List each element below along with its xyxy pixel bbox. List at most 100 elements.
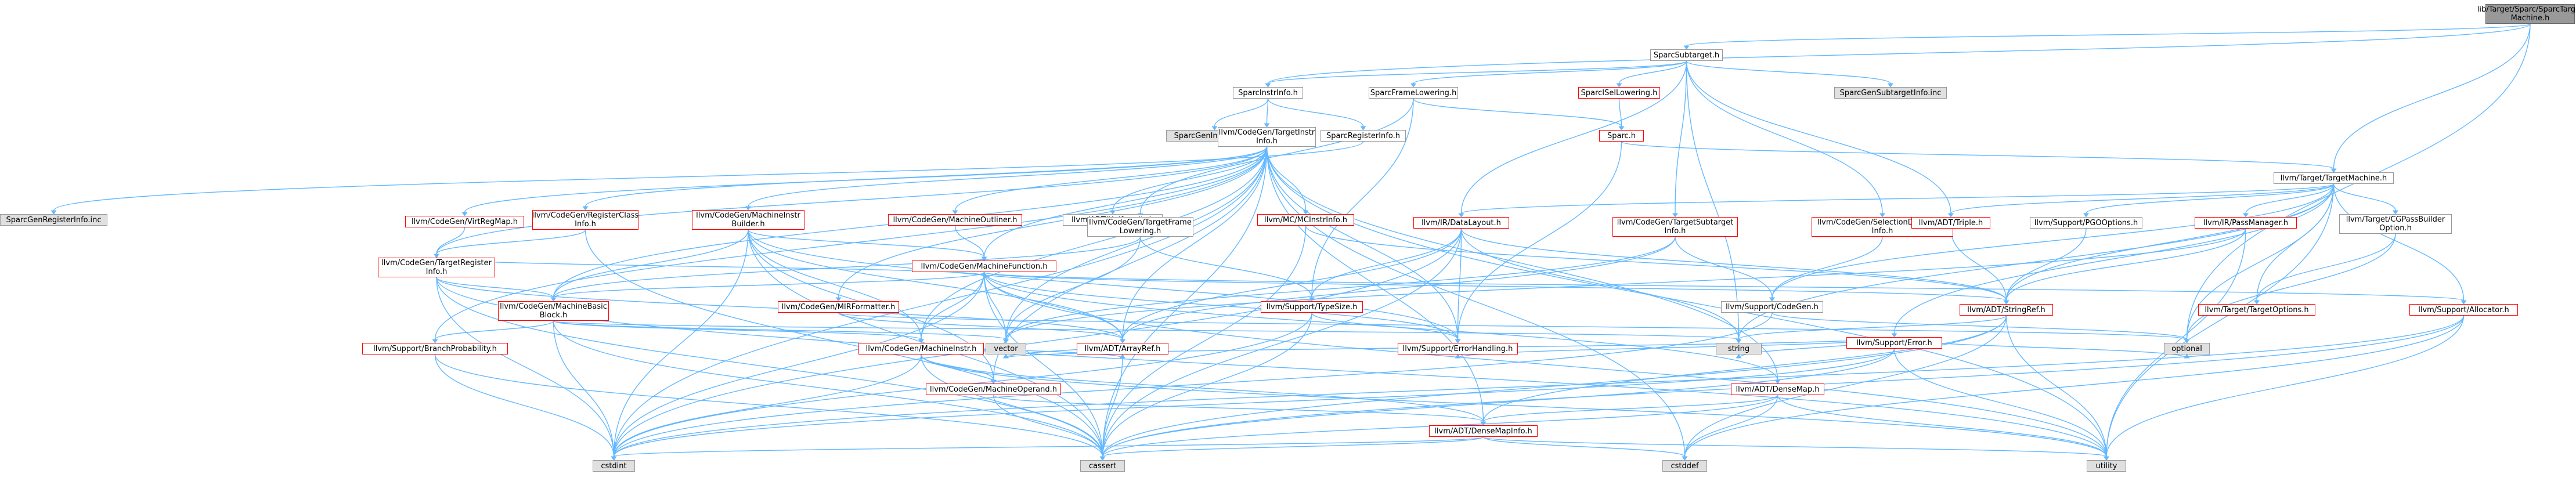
- graph-node-string[interactable]: string: [1716, 343, 1762, 354]
- graph-node-targetframelowering[interactable]: llvm/CodeGen/TargetFrame Lowering.h: [1087, 217, 1193, 237]
- graph-node-codegen[interactable]: llvm/Support/CodeGen.h: [1721, 301, 1823, 313]
- graph-edge-targetinstrinfo-to-targetregisterinfo: [436, 146, 1268, 255]
- graph-edge-error-to-cassert: [1102, 348, 1895, 457]
- graph-edge-targetinstrinfo-to-mcinstrinfo: [1266, 146, 1307, 211]
- graph-arrowhead-sparcsubtarget-to-sparcisellowering: [1616, 83, 1622, 88]
- graph-edge-mirformatter-to-arrayref: [838, 312, 1123, 340]
- graph-edge-sparcframelowering-to-sparch: [1413, 98, 1622, 127]
- graph-node-cstdint[interactable]: cstdint: [593, 460, 635, 472]
- graph-edge-targetframelowering-to-machinebasicblock: [553, 236, 1141, 298]
- graph-node-sparcsubtarget[interactable]: SparcSubtarget.h: [1650, 49, 1723, 61]
- graph-node-targetinstrinfo[interactable]: llvm/CodeGen/TargetInstr Info.h: [1218, 127, 1316, 147]
- graph-edge-allocator-to-cstddef: [1684, 315, 2465, 457]
- graph-edge-root-to-targetmachine: [2333, 23, 2531, 169]
- graph-node-allocator[interactable]: llvm/Support/Allocator.h: [2409, 304, 2518, 316]
- graph-node-sparcgensubtargetinfo[interactable]: SparcGenSubtargetInfo.inc: [1834, 87, 1947, 99]
- graph-node-arrayref[interactable]: llvm/ADT/ArrayRef.h: [1077, 343, 1168, 354]
- graph-edge-sparcsubtarget-to-sparcinstrinfo: [1267, 60, 1687, 84]
- graph-edge-densemapinfo-to-cstddef: [1482, 436, 1686, 457]
- graph-node-sparcgenregisterinfo[interactable]: SparcGenRegisterInfo.inc: [0, 214, 107, 226]
- graph-node-targetsubtargetinfo[interactable]: llvm/CodeGen/TargetSubtarget Info.h: [1612, 217, 1738, 237]
- graph-edge-machinebasicblock-to-vector: [553, 320, 1006, 340]
- graph-node-branchprobability[interactable]: llvm/Support/BranchProbability.h: [362, 343, 508, 354]
- graph-node-sparcisellowering[interactable]: SparcISelLowering.h: [1578, 87, 1660, 99]
- graph-edge-targetregisterinfo-to-cstdint: [436, 277, 615, 457]
- graph-arrowhead-targetmachine-to-pgooptions: [2083, 213, 2089, 218]
- graph-edge-machinebasicblock-to-string: [553, 320, 1740, 340]
- graph-node-machineoutliner[interactable]: llvm/CodeGen/MachineOutliner.h: [888, 214, 1022, 226]
- graph-edge-selectiondagtargetinfo-to-codegen: [1772, 236, 1883, 298]
- graph-arrowhead-machinefunction-to-machinebasicblock: [550, 297, 557, 302]
- graph-node-sparcinstrinfo[interactable]: SparcInstrInfo.h: [1233, 87, 1303, 99]
- graph-node-sparch[interactable]: Sparc.h: [1599, 130, 1644, 142]
- graph-node-mirformatter[interactable]: llvm/CodeGen/MIRFormatter.h: [778, 301, 899, 313]
- graph-node-cstddef[interactable]: cstddef: [1662, 460, 1707, 472]
- graph-edge-sparcsubtarget-to-sparcgensubtargetinfo: [1686, 60, 1891, 84]
- graph-arrowhead-densemapinfo-to-utility: [2104, 456, 2109, 461]
- graph-edge-allocator-to-utility: [2106, 315, 2465, 457]
- graph-edge-targetmachine-to-allocator: [2333, 183, 2465, 301]
- graph-edge-machineoutliner-to-machinefunction: [954, 225, 985, 258]
- graph-edge-machineinstr-to-utility: [921, 354, 2107, 457]
- graph-node-optional[interactable]: optional: [2164, 343, 2210, 354]
- graph-edge-targetmachine-to-passmanager: [2245, 183, 2335, 214]
- graph-edge-targetmachine-to-utility: [2106, 183, 2335, 457]
- graph-edge-machinefunction-to-machinebasicblock: [553, 272, 985, 298]
- graph-edge-datalayout-to-string: [1460, 228, 1740, 340]
- graph-node-machineoperand[interactable]: llvm/CodeGen/MachineOperand.h: [926, 384, 1061, 395]
- graph-arrowhead-cgpassbuilderoption-to-targetoptions: [2254, 300, 2260, 305]
- graph-node-typesize[interactable]: llvm/Support/TypeSize.h: [1261, 301, 1363, 313]
- graph-node-densemapinfo[interactable]: llvm/ADT/DenseMapInfo.h: [1429, 425, 1538, 437]
- graph-node-machinebasicblock[interactable]: llvm/CodeGen/MachineBasic Block.h: [498, 301, 609, 321]
- graph-edge-targetinstrinfo-to-utility: [1266, 146, 2107, 457]
- graph-edge-passmanager-to-vector: [1005, 228, 2246, 340]
- graph-edge-error-to-errorhandling: [1457, 337, 1895, 359]
- graph-edge-sparch-to-targetmachine: [1621, 141, 2335, 169]
- graph-node-targetmachine[interactable]: llvm/Target/TargetMachine.h: [2274, 172, 2394, 184]
- graph-edge-arrayref-to-cassert: [1102, 354, 1123, 457]
- graph-node-utility[interactable]: utility: [2087, 460, 2126, 472]
- graph-node-pgooptions[interactable]: llvm/Support/PGOOptions.h: [2030, 217, 2142, 229]
- graph-node-sparcframelowering[interactable]: SparcFrameLowering.h: [1369, 87, 1458, 99]
- graph-node-virtregmap[interactable]: llvm/CodeGen/VirtRegMap.h: [405, 216, 524, 227]
- graph-node-registerclassinfo[interactable]: llvm/CodeGen/RegisterClass Info.h: [532, 210, 639, 230]
- graph-node-error[interactable]: llvm/Support/Error.h: [1846, 337, 1942, 349]
- graph-edge-sparcinstrinfo-to-sparcregisterinfo: [1267, 98, 1364, 127]
- graph-node-root[interactable]: lib/Target/Sparc/SparcTarget Machine.h: [2477, 4, 2576, 24]
- graph-node-cgpassbuilderoption[interactable]: llvm/Target/CGPassBuilder Option.h: [2339, 214, 2452, 234]
- graph-node-vector[interactable]: vector: [986, 343, 1026, 354]
- graph-edge-machinebasicblock-to-branchprobability: [434, 320, 554, 340]
- graph-arrowhead-error-to-optional: [2184, 354, 2190, 359]
- graph-edge-branchprobability-to-cstdint: [434, 354, 615, 457]
- graph-node-passmanager[interactable]: llvm/IR/PassManager.h: [2195, 217, 2297, 229]
- graph-edge-targetinstrinfo-to-machineoperand: [993, 146, 1268, 381]
- graph-node-machineinstrbuilder[interactable]: llvm/CodeGen/MachineInstr Builder.h: [692, 210, 804, 230]
- graph-node-targetoptions[interactable]: llvm/Target/TargetOptions.h: [2198, 304, 2315, 316]
- graph-edge-targetinstrinfo-to-cassert: [1102, 146, 1268, 457]
- graph-edge-sparch-to-errorhandling: [1457, 141, 1622, 340]
- graph-node-machineinstr[interactable]: llvm/CodeGen/MachineInstr.h: [858, 343, 984, 354]
- graph-node-sparcregisterinfo[interactable]: SparcRegisterInfo.h: [1321, 130, 1406, 142]
- graph-edge-targetmachine-to-pgooptions: [2086, 183, 2335, 214]
- graph-edge-targetmachine-to-datalayout: [1460, 183, 2335, 214]
- graph-node-errorhandling[interactable]: llvm/Support/ErrorHandling.h: [1398, 343, 1518, 354]
- graph-arrowhead-typesize-to-errorhandling: [1455, 339, 1461, 343]
- graph-arrowhead-sparcsubtarget-to-targetsubtargetinfo: [1672, 213, 1678, 218]
- graph-node-densemap[interactable]: llvm/ADT/DenseMap.h: [1731, 384, 1824, 395]
- graph-node-mcinstrinfo[interactable]: llvm/MC/MCInstrInfo.h: [1257, 214, 1354, 226]
- graph-arrowhead-sparcinstrinfo-to-sparcgeninstrinfo: [1211, 126, 1218, 131]
- graph-node-machinefunction[interactable]: llvm/CodeGen/MachineFunction.h: [912, 261, 1056, 272]
- graph-node-cassert[interactable]: cassert: [1080, 460, 1125, 472]
- graph-node-triple[interactable]: llvm/ADT/Triple.h: [1911, 217, 1990, 229]
- graph-edge-targetregisterinfo-to-machinebasicblock: [436, 277, 554, 298]
- graph-edge-datalayout-to-stringref: [1460, 228, 2007, 301]
- graph-edge-targetinstrinfo-to-machineinstr: [921, 146, 1268, 340]
- graph-edge-targetinstrinfo-to-vector: [1005, 146, 1268, 340]
- graph-node-stringref[interactable]: llvm/ADT/StringRef.h: [1960, 304, 2053, 316]
- graph-arrowhead-densemapinfo-to-cassert: [1099, 456, 1106, 461]
- graph-node-targetregisterinfo[interactable]: llvm/CodeGen/TargetRegister Info.h: [378, 258, 495, 277]
- graph-node-datalayout[interactable]: llvm/IR/DataLayout.h: [1413, 217, 1509, 229]
- graph-arrowhead-sparcregisterinfo-to-sparcgenregisterinfo: [50, 210, 57, 215]
- graph-edge-machineinstr-to-densemapinfo: [921, 354, 1484, 422]
